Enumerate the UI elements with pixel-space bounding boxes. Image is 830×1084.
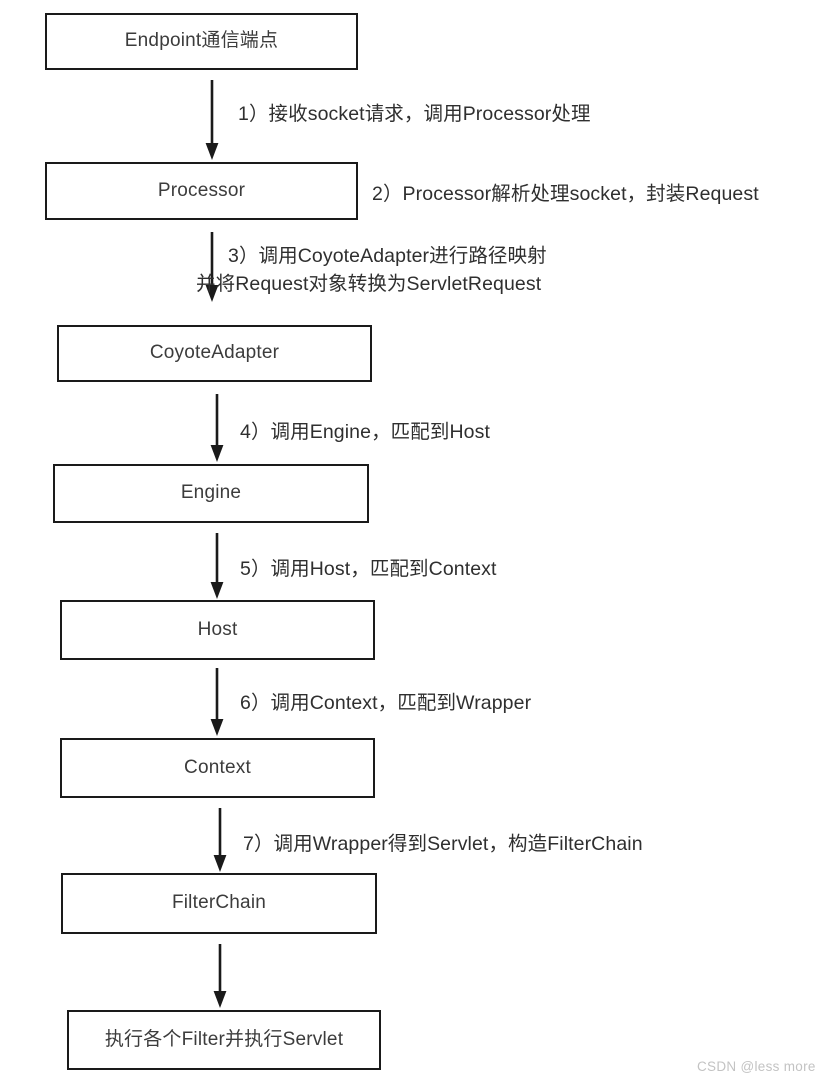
side-note-processor-text: 2）Processor解析处理socket，封装Request bbox=[372, 183, 759, 205]
edge-coyoteadapter-to-engine bbox=[208, 394, 226, 464]
edge-label-1: 1）接收socket请求，调用Processor处理 bbox=[238, 100, 591, 128]
edge-endpoint-to-processor bbox=[203, 80, 221, 162]
node-endpoint[interactable]: Endpoint通信端点 bbox=[45, 13, 358, 70]
edge-filterchain-to-executefilters bbox=[211, 944, 229, 1010]
edge-label-1-line1: 1）接收socket请求，调用Processor处理 bbox=[238, 103, 591, 125]
node-coyote-adapter-label: CoyoteAdapter bbox=[149, 342, 280, 364]
edge-host-to-context bbox=[208, 668, 226, 738]
edge-label-2: 3）调用CoyoteAdapter进行路径映射 并将Request对象转换为Se… bbox=[196, 242, 547, 299]
edge-label-3-line1: 4）调用Engine，匹配到Host bbox=[240, 421, 490, 443]
node-context[interactable]: Context bbox=[60, 738, 375, 798]
node-host-label: Host bbox=[197, 618, 238, 640]
node-engine-label: Engine bbox=[180, 482, 242, 504]
edge-label-4: 5）调用Host，匹配到Context bbox=[240, 555, 497, 583]
edge-label-3: 4）调用Engine，匹配到Host bbox=[240, 418, 490, 446]
csdn-watermark-text: CSDN @less more bbox=[697, 1059, 816, 1074]
node-processor[interactable]: Processor bbox=[45, 162, 358, 220]
csdn-watermark: CSDN @less more bbox=[697, 1059, 816, 1074]
node-execute-filters-label: 执行各个Filter并执行Servlet bbox=[104, 1028, 344, 1050]
node-context-label: Context bbox=[184, 756, 251, 778]
node-host[interactable]: Host bbox=[60, 600, 375, 660]
node-coyote-adapter[interactable]: CoyoteAdapter bbox=[57, 325, 372, 382]
edge-label-4-line1: 5）调用Host，匹配到Context bbox=[240, 558, 497, 580]
edge-label-6-line1: 7）调用Wrapper得到Servlet，构造FilterChain bbox=[243, 833, 643, 855]
edge-label-2-line1: 3）调用CoyoteAdapter进行路径映射 bbox=[228, 245, 547, 267]
edge-engine-to-host bbox=[208, 533, 226, 601]
edge-context-to-filterchain bbox=[211, 808, 229, 874]
node-processor-label: Processor bbox=[157, 179, 246, 201]
node-filter-chain-label: FilterChain bbox=[171, 892, 267, 914]
node-engine[interactable]: Engine bbox=[53, 464, 369, 523]
edge-label-2-line2: 并将Request对象转换为ServletRequest bbox=[196, 273, 542, 296]
side-note-processor: 2）Processor解析处理socket，封装Request bbox=[372, 180, 759, 208]
node-filter-chain[interactable]: FilterChain bbox=[61, 873, 377, 934]
edge-label-5-line1: 6）调用Context，匹配到Wrapper bbox=[240, 692, 532, 714]
edge-processor-to-coyoteadapter bbox=[203, 232, 221, 304]
node-endpoint-label: Endpoint通信端点 bbox=[124, 30, 279, 52]
node-execute-filters[interactable]: 执行各个Filter并执行Servlet bbox=[67, 1010, 381, 1070]
edge-label-5: 6）调用Context，匹配到Wrapper bbox=[240, 689, 531, 717]
edge-label-6: 7）调用Wrapper得到Servlet，构造FilterChain bbox=[243, 830, 643, 858]
